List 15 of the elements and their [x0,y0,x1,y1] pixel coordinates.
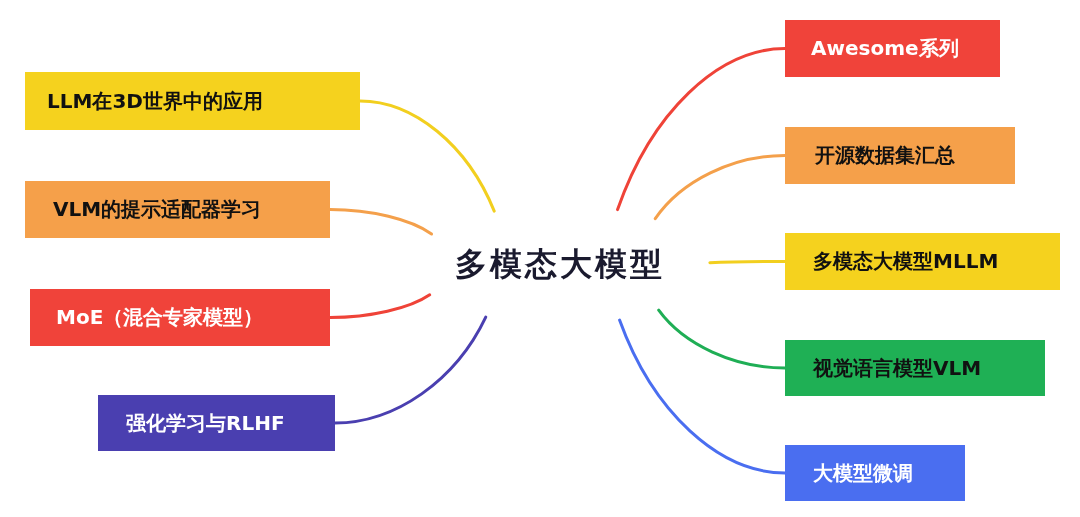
connector-line [657,308,787,370]
topic-box: MoE（混合专家模型） [30,289,330,346]
central-topic: 多模态大模型 [405,205,715,325]
connector-line [618,318,787,475]
connector-line [653,154,787,221]
topic-box: 视觉语言模型VLM [785,340,1045,396]
connector-line [708,260,787,265]
topic-box: Awesome系列 [785,20,1000,77]
connector-line [616,47,787,212]
topic-box: LLM在3D世界中的应用 [25,72,360,130]
topic-box: 强化学习与RLHF [98,395,335,451]
topic-box: VLM的提示适配器学习 [25,181,330,238]
topic-box: 多模态大模型MLLM [785,233,1060,290]
topic-box: 大模型微调 [785,445,965,501]
topic-box: 开源数据集汇总 [785,127,1015,184]
